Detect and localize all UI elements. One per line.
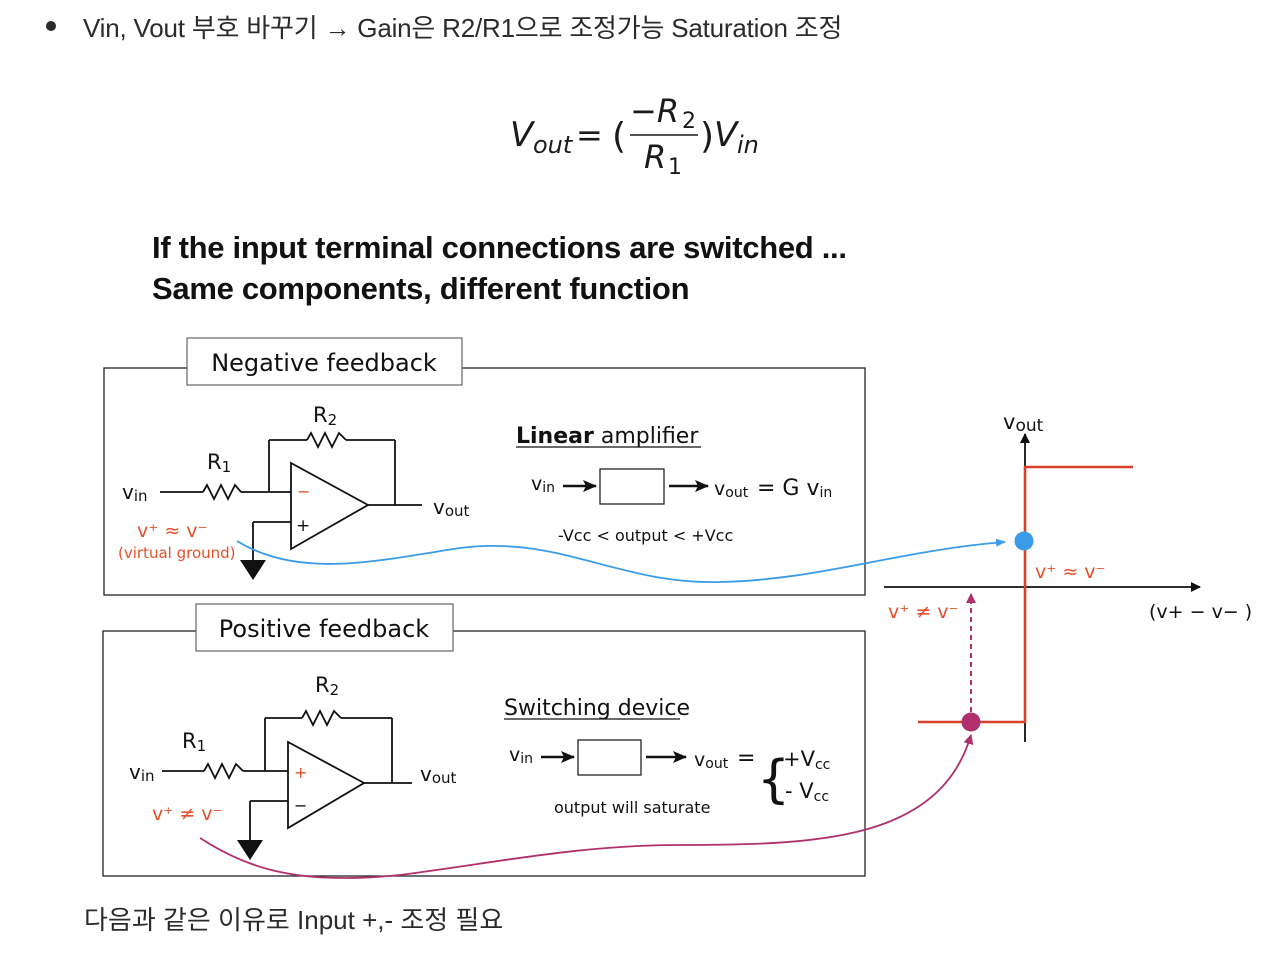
eq-open-paren: ( — [612, 116, 626, 157]
magenta-link-curve — [199, 734, 974, 879]
footer-note: 다음과 같은 이유로 Input +,- 조정 필요 — [84, 905, 504, 935]
transfer-characteristic-plot: vout (v+ − v− ) v⁺ ≈ v⁻ v⁺ ≠ v⁻ — [884, 410, 1252, 742]
linear-block-equation: = G vin — [757, 476, 832, 501]
negative-relation: v⁺ ≈ v⁻ — [137, 520, 208, 542]
negative-vin-label: vin — [122, 480, 148, 505]
eq-rhs: V — [714, 115, 740, 155]
r2-resistor — [301, 708, 342, 728]
r1-resistor — [202, 482, 242, 502]
positive-opamp-triangle — [287, 740, 366, 830]
negative-feedback-panel: Negative feedback − + R1 R2 vin vout v⁺ … — [103, 337, 866, 596]
switch-block-brace: { — [757, 750, 790, 810]
positive-panel-frame — [102, 630, 866, 877]
eq-denominator-sub: 1 — [668, 155, 682, 180]
positive-vin-label: vin — [129, 760, 155, 785]
y-axis-label: vout — [1003, 410, 1044, 436]
negative-panel-frame — [103, 367, 866, 596]
linear-operating-point — [1014, 531, 1034, 551]
r2-resistor — [306, 430, 347, 450]
positive-r1-label: R1 — [182, 729, 206, 755]
eq-denominator: R — [644, 138, 666, 176]
positive-feedback-panel: Positive feedback + − R1 R2 vin vout v⁺ … — [102, 603, 866, 877]
positive-ground-icon — [237, 840, 263, 860]
negative-opamp-triangle — [290, 461, 370, 551]
heading-line-1: If the input terminal connections are sw… — [152, 230, 847, 265]
switch-block-vout: vout — [694, 749, 729, 772]
saturated-operating-point — [961, 712, 981, 732]
blue-link-curve — [236, 538, 1006, 583]
positive-circuit-wires — [162, 708, 412, 840]
switch-block-vin: vin — [509, 744, 533, 767]
eq-lhs-sub: out — [533, 131, 574, 159]
eq-numerator-sub: 2 — [682, 109, 696, 134]
eq-equals: = — [576, 116, 603, 154]
positive-vout-label: vout — [420, 762, 457, 787]
positive-relation: v⁺ ≠ v⁻ — [152, 803, 223, 825]
plot-linear-label: v⁺ ≈ v⁻ — [1035, 561, 1106, 583]
r1-resistor — [203, 761, 244, 781]
linear-block-box — [599, 468, 665, 505]
negative-panel-title-box — [186, 337, 463, 386]
positive-plus-terminal: + — [294, 763, 307, 782]
case-high: +Vcc — [783, 747, 830, 773]
case-low: - Vcc — [785, 779, 829, 805]
eq-numerator: −R — [630, 92, 679, 130]
eq-close-paren: ) — [700, 116, 714, 157]
plot-saturated-label: v⁺ ≠ v⁻ — [888, 601, 959, 623]
bullet-item: Vin, Vout 부호 바꾸기 → Gain은 R2/R1으로 조정가능 Sa… — [46, 6, 842, 46]
positive-panel-title-box — [195, 603, 454, 652]
eq-rhs-sub: in — [737, 131, 759, 159]
bullet-text: Vin, Vout 부호 바꾸기 → Gain은 R2/R1으로 조정가능 Sa… — [83, 12, 843, 43]
positive-panel-title: Positive feedback — [219, 615, 430, 643]
linear-amplifier-title: Linear amplifier — [516, 424, 699, 449]
negative-ground-icon — [240, 560, 266, 580]
virtual-ground-note: (virtual ground) — [118, 544, 236, 562]
linear-constraint: -Vcc < output < +Vcc — [558, 526, 733, 545]
negative-vout-label: vout — [433, 495, 470, 520]
negative-minus-terminal: − — [297, 482, 310, 501]
bullet-dot-icon — [46, 21, 56, 31]
positive-r2-label: R2 — [315, 673, 339, 699]
eq-lhs: V — [510, 115, 536, 155]
gain-equation: V out = ( −R 2 R 1 ) V in — [510, 92, 759, 180]
switch-block-equals: = — [737, 746, 755, 771]
positive-minus-terminal: − — [294, 796, 307, 815]
linear-block-vin: vin — [531, 473, 555, 496]
negative-r2-label: R2 — [313, 403, 337, 429]
negative-plus-terminal: + — [296, 516, 310, 536]
switch-block-box — [577, 739, 642, 776]
linear-block-vout: vout — [714, 478, 749, 501]
saturation-note: output will saturate — [554, 798, 710, 817]
step-transfer-curve — [918, 465, 1133, 724]
heading-line-2: Same components, different function — [152, 271, 690, 306]
switching-device-title: Switching device — [504, 696, 690, 721]
x-axis-label: (v+ − v− ) — [1149, 601, 1252, 623]
negative-r1-label: R1 — [207, 450, 231, 476]
negative-panel-title: Negative feedback — [211, 349, 437, 377]
negative-circuit-wires — [160, 430, 422, 560]
